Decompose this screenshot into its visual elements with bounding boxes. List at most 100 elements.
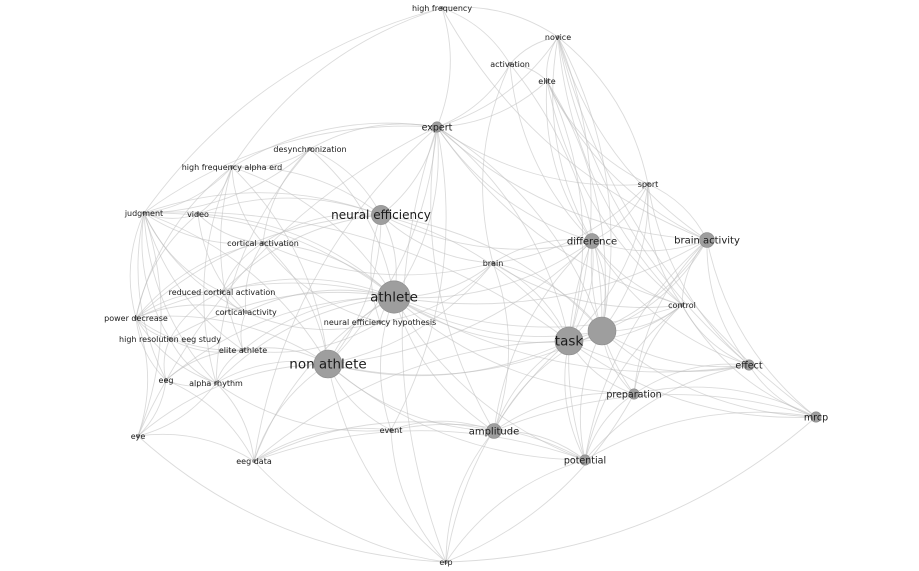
edge-high_frequency-high_frequency_alpha_erd (231, 7, 443, 168)
edge-eye-eeg (137, 379, 167, 437)
edge-amplitude-eeg_data (253, 421, 495, 462)
node-activation (508, 62, 512, 66)
label-expert: expert (422, 122, 453, 133)
edge-judgment-alpha_rhythm (143, 212, 217, 384)
label-high-frequency: high frequency (412, 4, 472, 13)
label-eeg: eeg (159, 376, 174, 385)
edge-amplitude-brain (492, 262, 510, 432)
edge-task-effect (568, 340, 750, 372)
edge-sport-novice (557, 36, 649, 185)
edge-athlete-reduced_cortical_activation (221, 278, 395, 298)
node-potential (579, 454, 591, 466)
edge-desynchronization-cortical_activation (262, 148, 311, 244)
edge-eye-alpha_rhythm (137, 382, 217, 437)
edge-expert-sport (436, 126, 649, 186)
label-judgment: judgment (124, 209, 163, 218)
edge-neural_efficiency-desynchronization (309, 148, 382, 216)
edge-amplitude-event (390, 420, 495, 432)
edge-potential-eeg_data (253, 430, 586, 462)
label-video: video (187, 210, 209, 219)
edge-non_athlete-high_frequency_alpha_erd (231, 166, 329, 365)
label-layer: high frequencynoviceactivationeliteexper… (104, 4, 828, 567)
edge-novice-elite (546, 36, 559, 82)
edge-control-potential (584, 304, 683, 461)
edge-potential-amplitude (493, 430, 586, 461)
node-desynchronization (308, 147, 312, 151)
edge-task-sport (568, 183, 649, 342)
edge-sport-effect (647, 183, 750, 366)
edge-potential-erp (445, 459, 586, 563)
edge-non_athlete-erp (327, 363, 447, 563)
edge-difference-brain_activity (591, 239, 708, 252)
edge-cortical_activation-power_decrease (135, 242, 264, 319)
edge-expert-erp (401, 126, 447, 563)
edge-judgment-power_decrease (129, 212, 145, 319)
edge-hub-mrcp (601, 330, 817, 418)
edge-event-expert (390, 126, 447, 431)
edge-brain_activity-mrcp (706, 239, 817, 418)
label-preparation: preparation (606, 389, 661, 400)
edge-athlete-power_decrease (135, 282, 395, 319)
edge-cortical_activation-reduced_cortical_activation (221, 242, 264, 293)
edge-difference-brain (492, 239, 593, 264)
edge-eye-judgment (137, 212, 162, 437)
node-athlete (377, 280, 411, 314)
edge-high_frequency_alpha_erd-elite_athlete (220, 166, 244, 351)
edge-elite-difference (545, 80, 593, 242)
edge-neural_efficiency-expert (380, 126, 438, 216)
edge-eeg_data-erp (253, 460, 447, 563)
label-eeg-data: eeg data (236, 457, 272, 466)
edge-neural_efficiency-video (197, 197, 382, 216)
edge-eye-erp (137, 435, 447, 563)
node-judgment (142, 211, 146, 215)
edge-high_frequency-brain_activity (441, 7, 708, 241)
node-high-resolution-eeg-study (168, 337, 172, 341)
edge-judgment-desynchronization (143, 148, 311, 214)
edge-brain_activity-preparation (633, 239, 708, 395)
edge-task-mrcp (568, 340, 817, 418)
edge-non_athlete-neural_efficiency (327, 214, 382, 365)
edge-elite-activation (509, 63, 548, 82)
edge-non_athlete-eye (137, 363, 329, 437)
edge-athlete-judgment (143, 212, 395, 298)
node-layer (134, 6, 822, 564)
edge-preparation-amplitude (493, 392, 635, 432)
label-high-frequency-alpha-erd: high frequency alpha erd (182, 163, 283, 172)
edge-expert-high_frequency_alpha_erd (231, 122, 438, 168)
edge-mrcp-potential (584, 411, 817, 461)
edge-high_frequency_alpha_erd-power_decrease (135, 166, 233, 319)
edge-judgment-elite_athlete (143, 212, 244, 351)
edge-eeg_data-eye (137, 433, 255, 462)
edge-expert-brain_activity (436, 126, 708, 241)
edge-task-erp (445, 340, 570, 563)
edge-brain-sport (492, 183, 649, 264)
node-elite (545, 79, 549, 83)
edge-hub-amplitude (493, 330, 603, 432)
edge-cortical_activity-elite_athlete (240, 311, 247, 351)
edge-control-preparation (633, 304, 683, 395)
edge-athlete-difference (393, 240, 593, 299)
edge-video-high_frequency_alpha_erd (197, 166, 233, 215)
node-neural-efficiency (371, 205, 391, 225)
label-alpha-rhythm: alpha rhythm (189, 379, 243, 388)
label-neural-efficiency-hypothesis: neural efficiency hypothesis (324, 318, 436, 327)
node-elite-athlete (241, 348, 245, 352)
edge-high_frequency_alpha_erd-cortical_activation (231, 166, 264, 244)
edge-expert-high_frequency (436, 7, 451, 128)
edge-athlete-cortical_activity (245, 289, 395, 313)
node-brain-activity (699, 232, 715, 248)
edge-task-elite (546, 80, 584, 342)
edge-non_athlete-brain (327, 262, 494, 365)
edge-elite_athlete-alpha_rhythm (215, 349, 244, 384)
edge-reduced_cortical_activation-power_decrease (135, 291, 223, 319)
edge-sport-control (647, 183, 683, 306)
edge-non_athlete-cortical_activation (262, 242, 329, 365)
edge-non_athlete-potential (327, 363, 586, 461)
node-cortical-activation (261, 241, 265, 245)
node-erp (444, 560, 448, 564)
edge-activation-high_frequency (441, 7, 511, 65)
label-control: control (668, 301, 696, 310)
edge-eye-power_decrease (135, 317, 149, 437)
edge-effect-mrcp (748, 364, 817, 418)
node-alpha-rhythm (214, 381, 218, 385)
